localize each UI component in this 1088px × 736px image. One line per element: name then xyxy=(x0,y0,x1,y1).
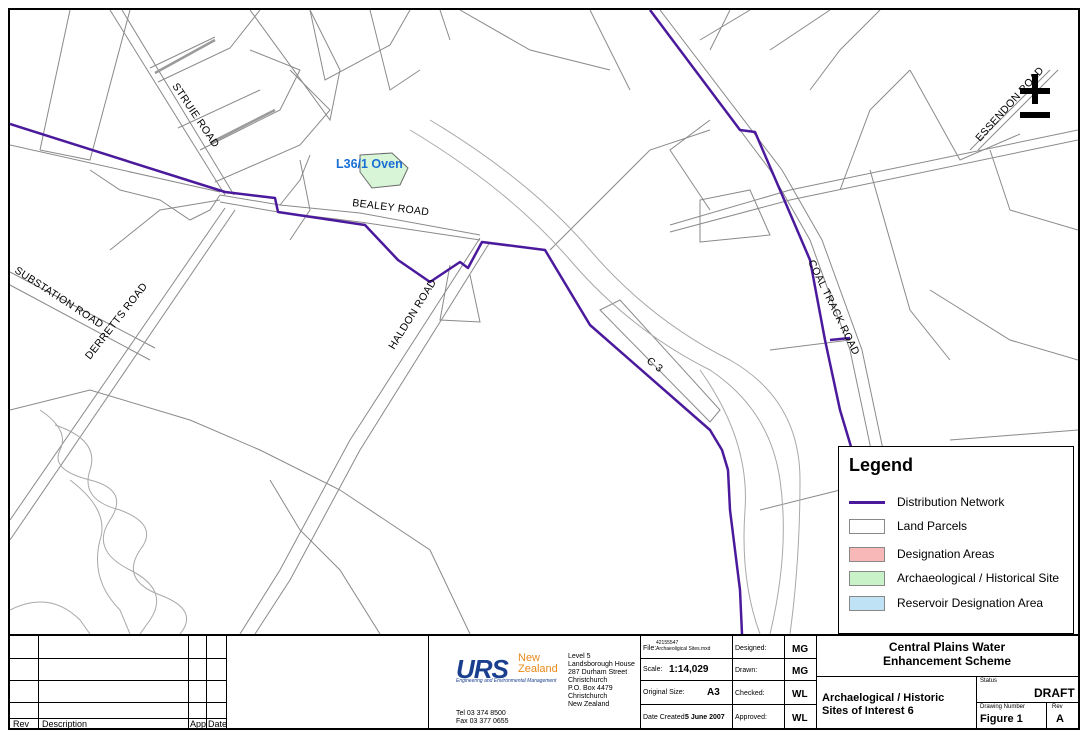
drawn-value: MG xyxy=(792,666,809,677)
legend-item-distribution: Distribution Network xyxy=(849,493,1004,511)
tel: Tel 03 374 8500 xyxy=(456,710,506,717)
land-parcels xyxy=(10,10,1078,634)
legend: Legend Distribution Network Land Parcels… xyxy=(838,446,1074,634)
legend-item-reservoir: Reservoir Designation Area xyxy=(849,594,1043,612)
box-swatch-icon xyxy=(849,595,885,611)
title-block: Rev Description App Date URS New Zealand… xyxy=(10,634,1078,728)
site-label: L36/1 Oven xyxy=(336,157,403,171)
legend-title: Legend xyxy=(849,455,914,475)
designed-value: MG xyxy=(792,644,809,655)
checked-value: WL xyxy=(792,689,808,700)
drawn-label: Drawn: xyxy=(735,667,758,674)
gray-boundaries xyxy=(154,38,276,145)
logo-tagline: Engineering and Environmental Management xyxy=(456,678,557,684)
drawing-number-label: Drawing Number xyxy=(980,704,1026,710)
approved-label: Approved: xyxy=(735,714,767,721)
legend-item-designation: Designation Areas xyxy=(849,545,994,563)
file-number: 42155547 xyxy=(656,640,679,646)
logo-new: New xyxy=(518,652,541,664)
map-sheet: STRUIE ROAD BEALEY ROAD SUBSTATION ROAD … xyxy=(8,8,1080,730)
checked-label: Checked: xyxy=(735,690,765,697)
north-arrow-icon xyxy=(1020,74,1050,118)
legend-item-archaeological: Archaeological / Historical Site xyxy=(849,569,1059,587)
rev-header: Rev xyxy=(13,719,30,729)
rev-label: Rev xyxy=(1052,704,1063,710)
address-block: Level 5 Landsborough House 287 Durham St… xyxy=(568,653,635,708)
drawing-number-value: Figure 1 xyxy=(980,713,1023,725)
bealey-road-label: BEALEY ROAD xyxy=(352,197,430,218)
scale-label: Scale: xyxy=(643,666,663,673)
date-header: Date xyxy=(208,719,228,729)
box-swatch-icon xyxy=(849,518,885,534)
app-header: App xyxy=(190,719,207,729)
file-name: Archaeoligical Sites.mxd xyxy=(656,646,711,652)
fax: Fax 03 377 0655 xyxy=(456,718,509,725)
line-swatch-icon xyxy=(849,500,885,504)
legend-item-parcels: Land Parcels xyxy=(849,517,967,535)
river-braids xyxy=(10,119,801,634)
status-value: DRAFT xyxy=(1034,686,1075,700)
drawing-title: Archaelogical / Historic Sites of Intere… xyxy=(822,692,945,717)
urs-logo: URS xyxy=(456,654,509,684)
date-created-value: 5 June 2007 xyxy=(685,714,725,721)
project-title: Central Plains Water Enhancement Scheme xyxy=(882,640,1012,668)
box-swatch-icon xyxy=(849,546,885,562)
archaeological-site-polygon[interactable] xyxy=(359,152,409,189)
designed-label: Designed: xyxy=(735,645,767,652)
logo-zealand: Zealand xyxy=(518,663,558,675)
original-size-label: Original Size: xyxy=(643,689,685,696)
rev-value: A xyxy=(1056,713,1064,725)
description-header: Description xyxy=(42,719,88,729)
status-label: Status xyxy=(980,678,998,684)
date-created-label: Date Created: xyxy=(643,714,687,721)
original-size-value: A3 xyxy=(707,687,720,698)
box-swatch-icon xyxy=(849,570,885,586)
approved-value: WL xyxy=(792,713,808,724)
substation-road-label: SUBSTATION ROAD xyxy=(12,264,105,330)
file-label: File: xyxy=(643,645,657,652)
scale-value: 1:14,029 xyxy=(669,664,709,675)
struie-road-label: STRUIE ROAD xyxy=(170,81,222,150)
